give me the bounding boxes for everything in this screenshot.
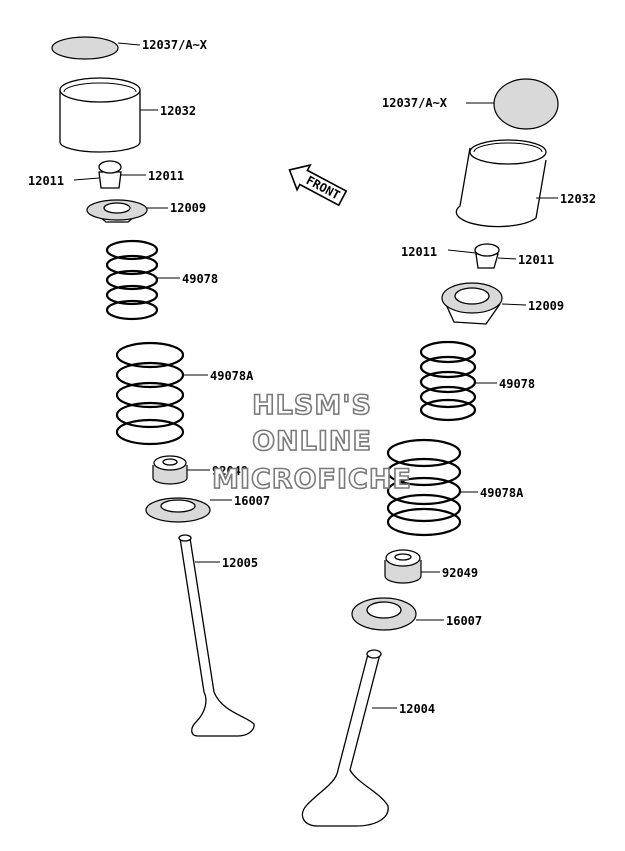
label-left-keeper-a: 12011 <box>28 174 64 188</box>
label-right-retainer: 12009 <box>528 299 564 313</box>
label-right-keeper-b: 12011 <box>518 253 554 267</box>
left-outer-spring <box>115 341 185 446</box>
right-inner-spring <box>419 340 477 422</box>
label-right-tappet: 12032 <box>560 192 596 206</box>
label-left-inner-spring: 49078 <box>182 272 218 286</box>
right-shim <box>493 78 559 130</box>
left-keeper <box>98 160 122 189</box>
left-retainer <box>86 199 148 223</box>
right-spring-seat <box>351 597 417 631</box>
left-valve-seal <box>152 455 188 485</box>
left-tappet <box>59 77 141 153</box>
front-arrow-icon: FRONT <box>288 163 348 207</box>
right-valve <box>301 649 389 827</box>
left-leader-lines <box>73 42 232 563</box>
label-left-valve: 12005 <box>222 556 258 570</box>
label-left-keeper-b: 12011 <box>148 169 184 183</box>
left-shim <box>51 36 119 60</box>
label-right-seat: 16007 <box>446 614 482 628</box>
watermark-line-3: MICROFICHE <box>212 464 412 495</box>
right-keeper <box>474 243 500 269</box>
right-valve-seal <box>384 549 422 584</box>
label-right-inner-spring: 49078 <box>499 377 535 391</box>
right-leader-lines <box>372 102 558 709</box>
label-right-valve: 12004 <box>399 702 435 716</box>
right-outer-spring <box>386 438 462 537</box>
watermark-line-2: ONLINE <box>252 426 372 457</box>
right-tappet <box>455 139 547 228</box>
right-retainer <box>441 282 503 325</box>
watermark-line-1: HLSM'S <box>252 390 372 421</box>
label-right-seal: 92049 <box>442 566 478 580</box>
label-right-shim: 12037/A~X <box>382 96 448 110</box>
watermark: HLSM'S ONLINE MICROFICHE <box>211 389 412 496</box>
label-left-seat: 16007 <box>234 494 270 508</box>
left-spring-seat <box>145 497 211 523</box>
label-left-retainer: 12009 <box>170 201 206 215</box>
label-left-tappet: 12032 <box>160 104 196 118</box>
label-left-seal: 92049 <box>212 464 248 478</box>
front-arrow-label: FRONT <box>304 173 342 202</box>
label-left-shim: 12037/A~X <box>142 38 208 52</box>
left-inner-spring <box>105 239 159 321</box>
left-valve <box>178 534 255 737</box>
label-left-outer-spring: 49078A <box>210 369 254 383</box>
label-right-outer-spring: 49078A <box>480 486 524 500</box>
label-right-keeper-a: 12011 <box>401 245 437 259</box>
